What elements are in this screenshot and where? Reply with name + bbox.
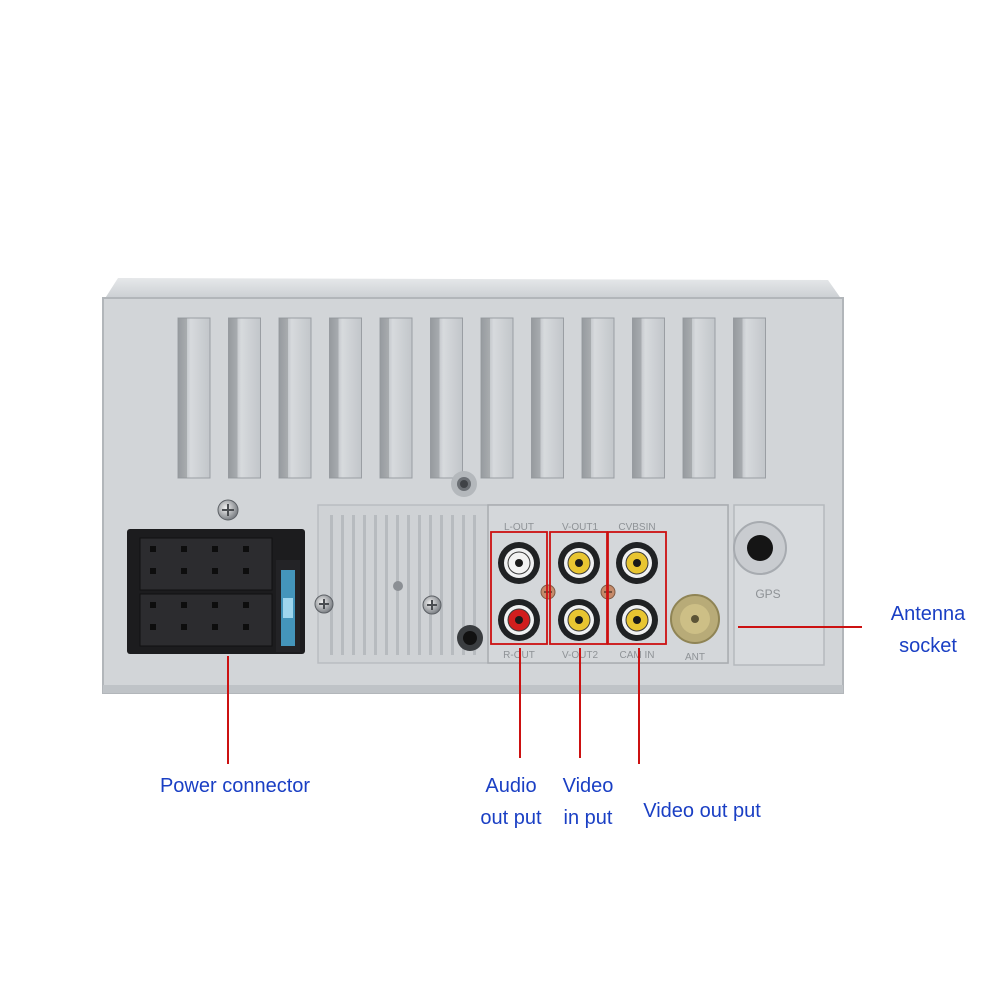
rca-jack [498,542,540,584]
pin [243,624,249,630]
rca-jack [498,599,540,641]
rib [473,515,476,655]
antenna-socket-label: Antenna socket [872,598,984,662]
video-in-label-line1: Video [562,775,614,797]
pin [150,568,156,574]
pin [212,602,218,608]
fin [228,317,261,479]
rib [407,515,410,655]
fin [632,317,665,479]
pin [212,624,218,630]
heat-sink-fins [177,317,766,479]
power-connector [127,529,305,654]
rib [341,515,344,655]
video-input-label: Video in put [552,770,624,834]
screws [217,471,483,651]
pin [150,624,156,630]
audio-label-line1: Audio [485,775,537,797]
audio-label-line2: out put [480,807,542,829]
pin [181,546,187,552]
rca-jacks [498,542,658,641]
rca-jack [558,542,600,584]
rib [418,515,421,655]
chassis-bottom-edge [103,685,843,693]
jack-3.5mm [457,625,483,651]
fin [278,317,312,479]
pin [243,546,249,552]
screw-center [422,595,442,615]
power-connector-lower-block [139,593,273,647]
screw-power-top [217,499,239,521]
fin [329,317,362,479]
rca-jack [558,599,600,641]
fin [531,317,564,479]
fin [480,317,514,479]
label-ant: ANT [685,652,705,663]
rib [462,515,465,655]
panel-ribs [330,515,476,655]
ground-screw [540,584,556,600]
pin [212,546,218,552]
power-connector-pins [150,546,249,630]
gps-socket [733,521,787,575]
antenna-label-line2: socket [899,635,957,657]
video-output-label: Video out put [643,800,761,822]
fin [379,317,413,479]
pin [150,602,156,608]
box-audio [490,531,548,645]
rib [330,515,333,655]
label-l-out: L-OUT [504,522,534,533]
pin [212,568,218,574]
pin [181,568,187,574]
fin [682,317,716,479]
callout-lines [227,626,862,764]
rib [363,515,366,655]
chassis-top-bevel [104,278,842,300]
label-gps: GPS [755,587,780,601]
fin [430,317,463,479]
box-video-in [549,531,608,645]
power-connector-upper-block [139,537,273,591]
fin [581,317,615,479]
screw-power-side [314,594,334,614]
mount-hole [393,581,403,591]
rib [352,515,355,655]
pin [150,546,156,552]
power-connector-label: Power connector [159,775,311,797]
rca-jack [616,599,658,641]
box-video-out [607,531,667,645]
antenna-label-line1: Antenna [890,603,966,625]
rib [429,515,432,655]
fuse-cap [283,598,293,618]
antenna-socket [670,594,720,644]
label-v-out1: V-OUT1 [562,522,599,533]
audio-output-label: Audio out put [468,770,554,834]
label-cam-in: CAM IN [620,650,655,661]
pin [181,602,187,608]
highlight-boxes [490,531,667,645]
pin [181,624,187,630]
rib [451,515,454,655]
pin [243,602,249,608]
fin [733,317,766,479]
pin [243,568,249,574]
rib [374,515,377,655]
screw-top-center [451,471,477,497]
rca-jack [616,542,658,584]
label-cvbs-in: CVBSIN [618,522,655,533]
fin [177,317,211,479]
rib [385,515,388,655]
rib [440,515,443,655]
video-in-label-line2: in put [563,807,613,829]
